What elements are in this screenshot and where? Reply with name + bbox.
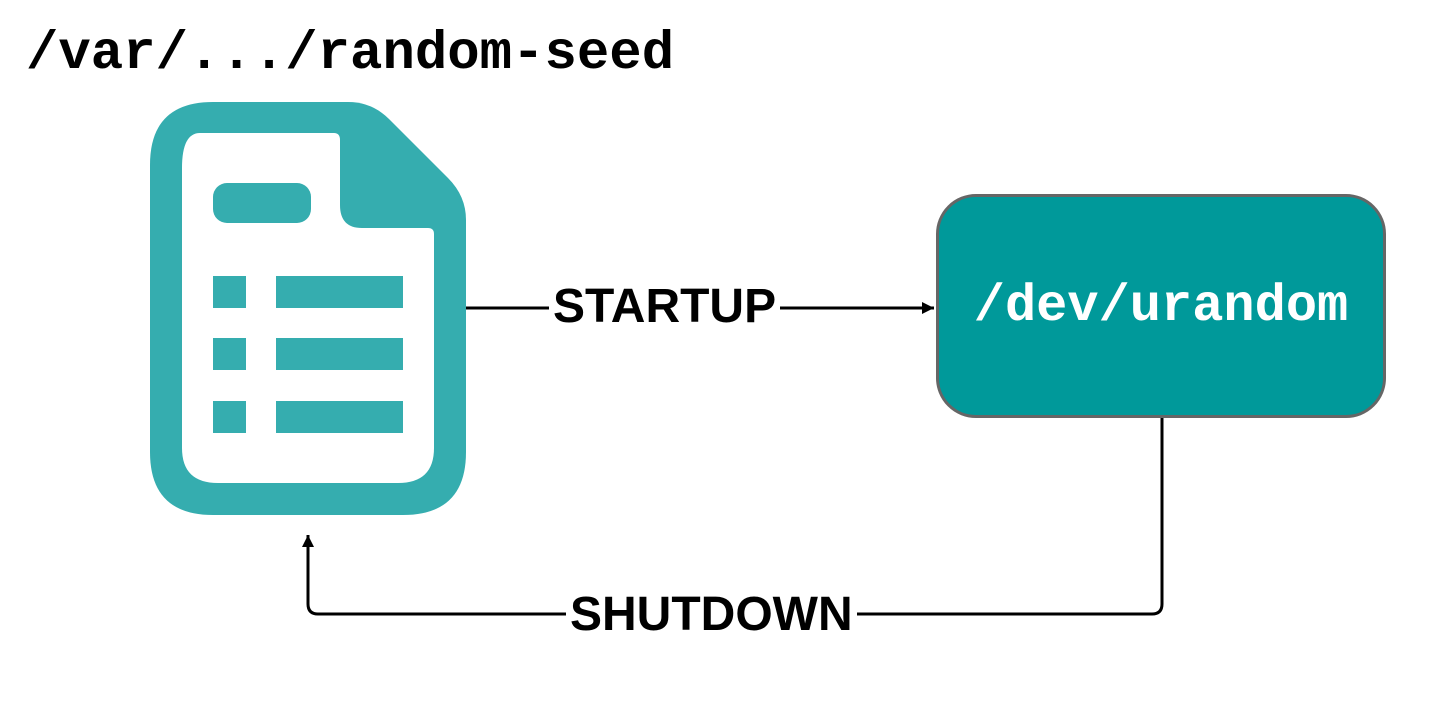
seed-file-path-title: /var/.../random-seed [26,24,675,85]
list-line [276,276,403,308]
shutdown-edge-label: SHUTDOWN [566,588,857,642]
document-list-icon [150,102,466,515]
urandom-device-box: /dev/urandom [936,194,1386,418]
list-bullet [213,276,246,308]
urandom-device-label: /dev/urandom [973,276,1349,336]
list-line [276,401,403,433]
startup-edge-label: STARTUP [549,280,781,334]
document-header-bar [213,183,311,223]
list-bullet [213,338,246,370]
list-line [276,338,403,370]
list-bullet [213,401,246,433]
